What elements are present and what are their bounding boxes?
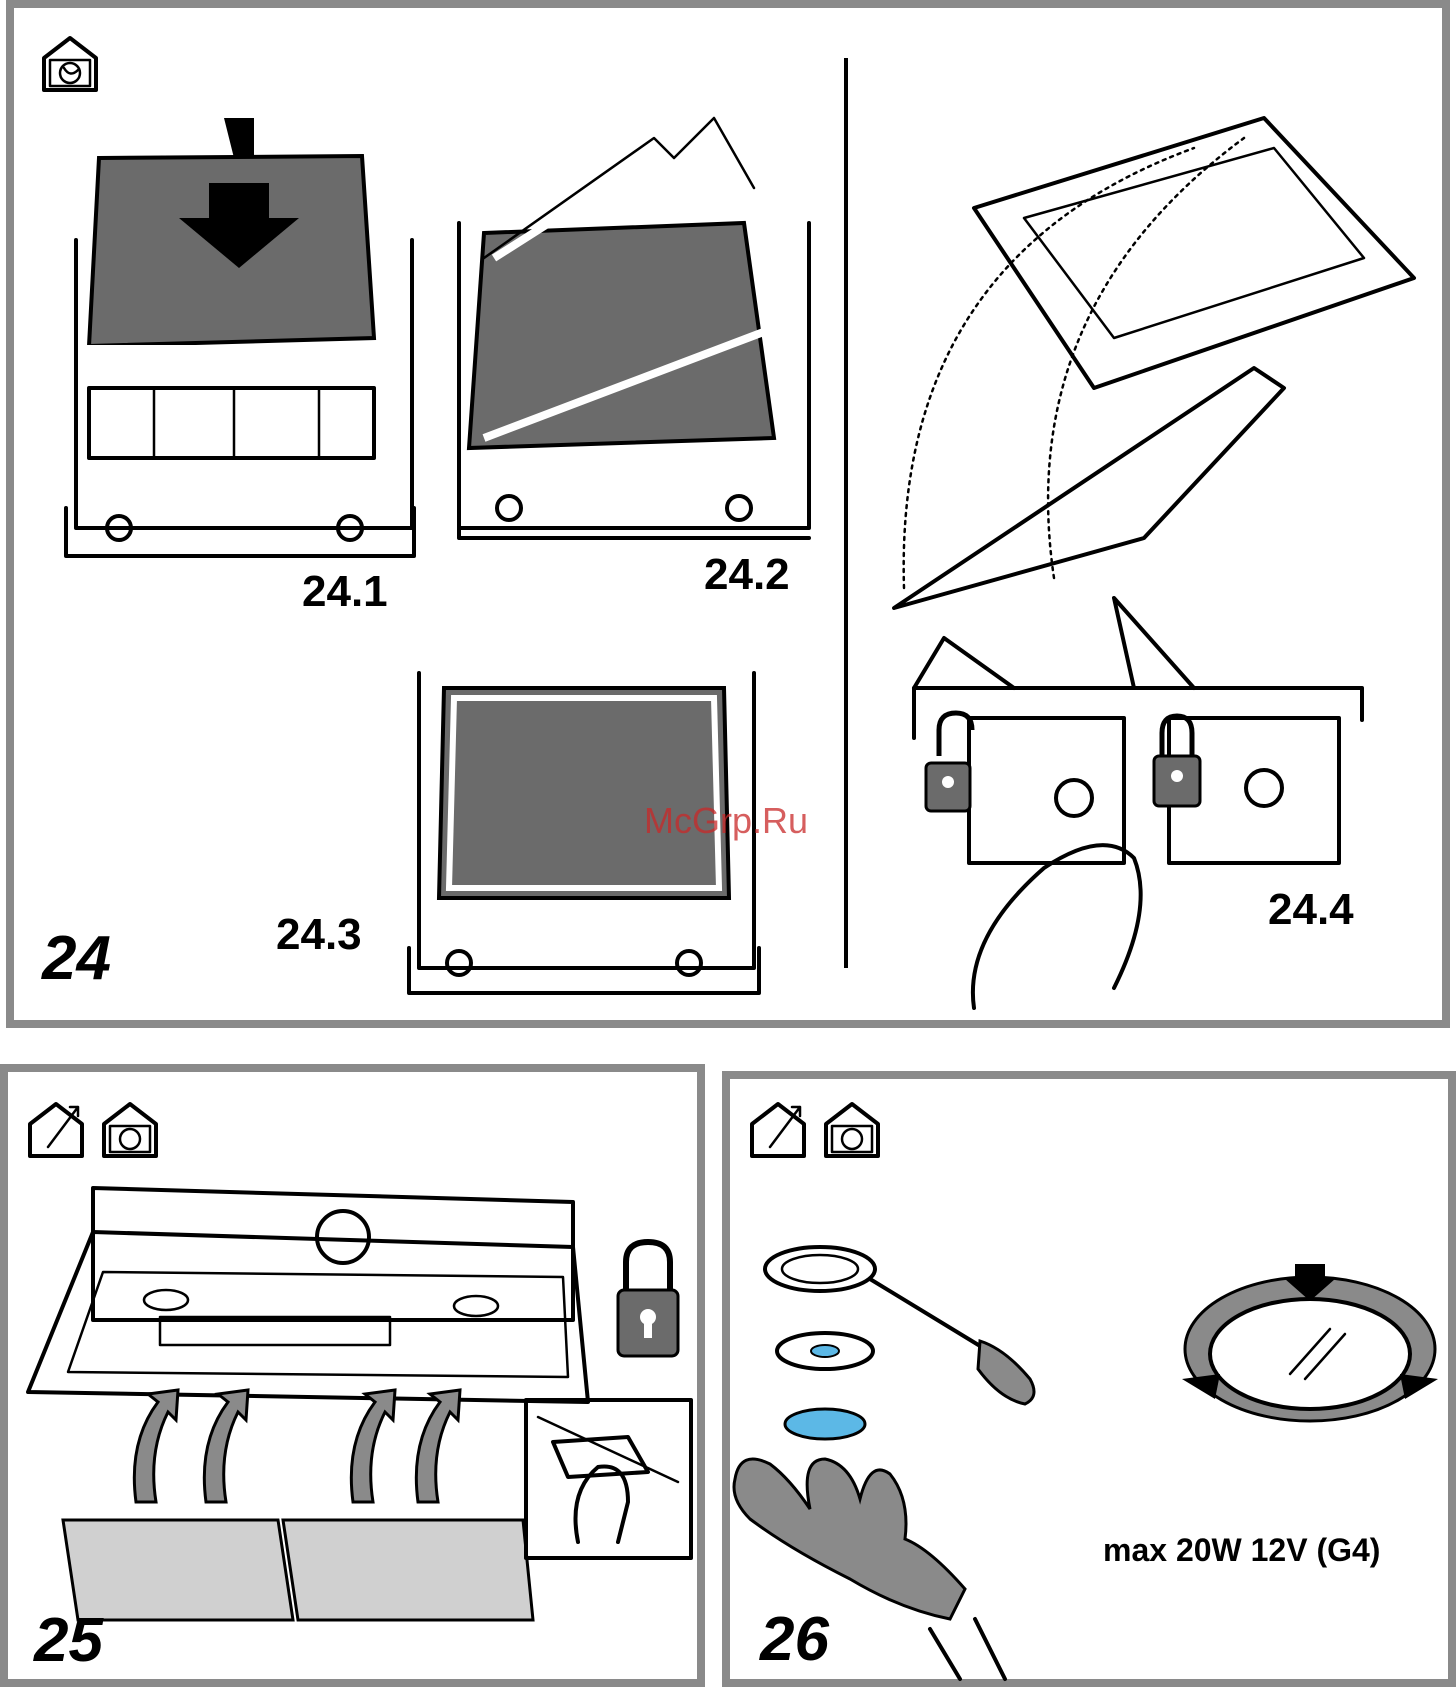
- step-label-24-2: 24.2: [704, 553, 790, 597]
- panel-25: 25: [0, 1064, 705, 1687]
- lamp-holder: [777, 1333, 873, 1369]
- figure-number-26: 26: [760, 1609, 829, 1671]
- lamp-cover-with-screwdriver: [765, 1247, 1034, 1404]
- lamp-ring-detail: [1182, 1264, 1438, 1421]
- removal-arrows: [134, 1390, 460, 1502]
- step-label-24-1: 24.1: [302, 570, 388, 614]
- padlock-locked-icon: [1154, 716, 1200, 806]
- grease-filters: [63, 1520, 533, 1620]
- recirculation-mode-icon: [826, 1104, 878, 1156]
- panel-24-illustrations: [14, 8, 1442, 1020]
- figure-number-25: 25: [34, 1610, 103, 1672]
- cooker-hood-underside: [28, 1188, 588, 1402]
- padlock-unlocked-icon: [926, 713, 972, 811]
- figure-number-24: 24: [42, 928, 111, 990]
- recirculation-mode-icon: [104, 1104, 156, 1156]
- extraction-mode-icon: [30, 1104, 82, 1156]
- step-label-24-4: 24.4: [1268, 888, 1354, 932]
- panel-26: max 20W 12V (G4) 26: [722, 1071, 1456, 1687]
- filter-box-24-2: [459, 118, 809, 538]
- step-label-24-3: 24.3: [276, 913, 362, 957]
- padlock-locked-icon: [618, 1242, 678, 1356]
- panel-25-illustrations: [8, 1072, 697, 1679]
- hood-underside-24-4: [894, 118, 1414, 1008]
- halogen-lamp: [785, 1409, 865, 1439]
- recirculation-mode-icon: [44, 38, 96, 90]
- filter-box-24-1: [66, 118, 414, 556]
- panel-24: 24.1 24.2 24.3 24.4 24 McGrp.Ru: [6, 0, 1450, 1028]
- lamp-spec-label: max 20W 12V (G4): [1103, 1534, 1380, 1566]
- extraction-mode-icon: [752, 1104, 804, 1156]
- filter-latch-detail: [526, 1400, 691, 1558]
- watermark: McGrp.Ru: [644, 803, 808, 839]
- panel-26-illustrations: [730, 1079, 1448, 1679]
